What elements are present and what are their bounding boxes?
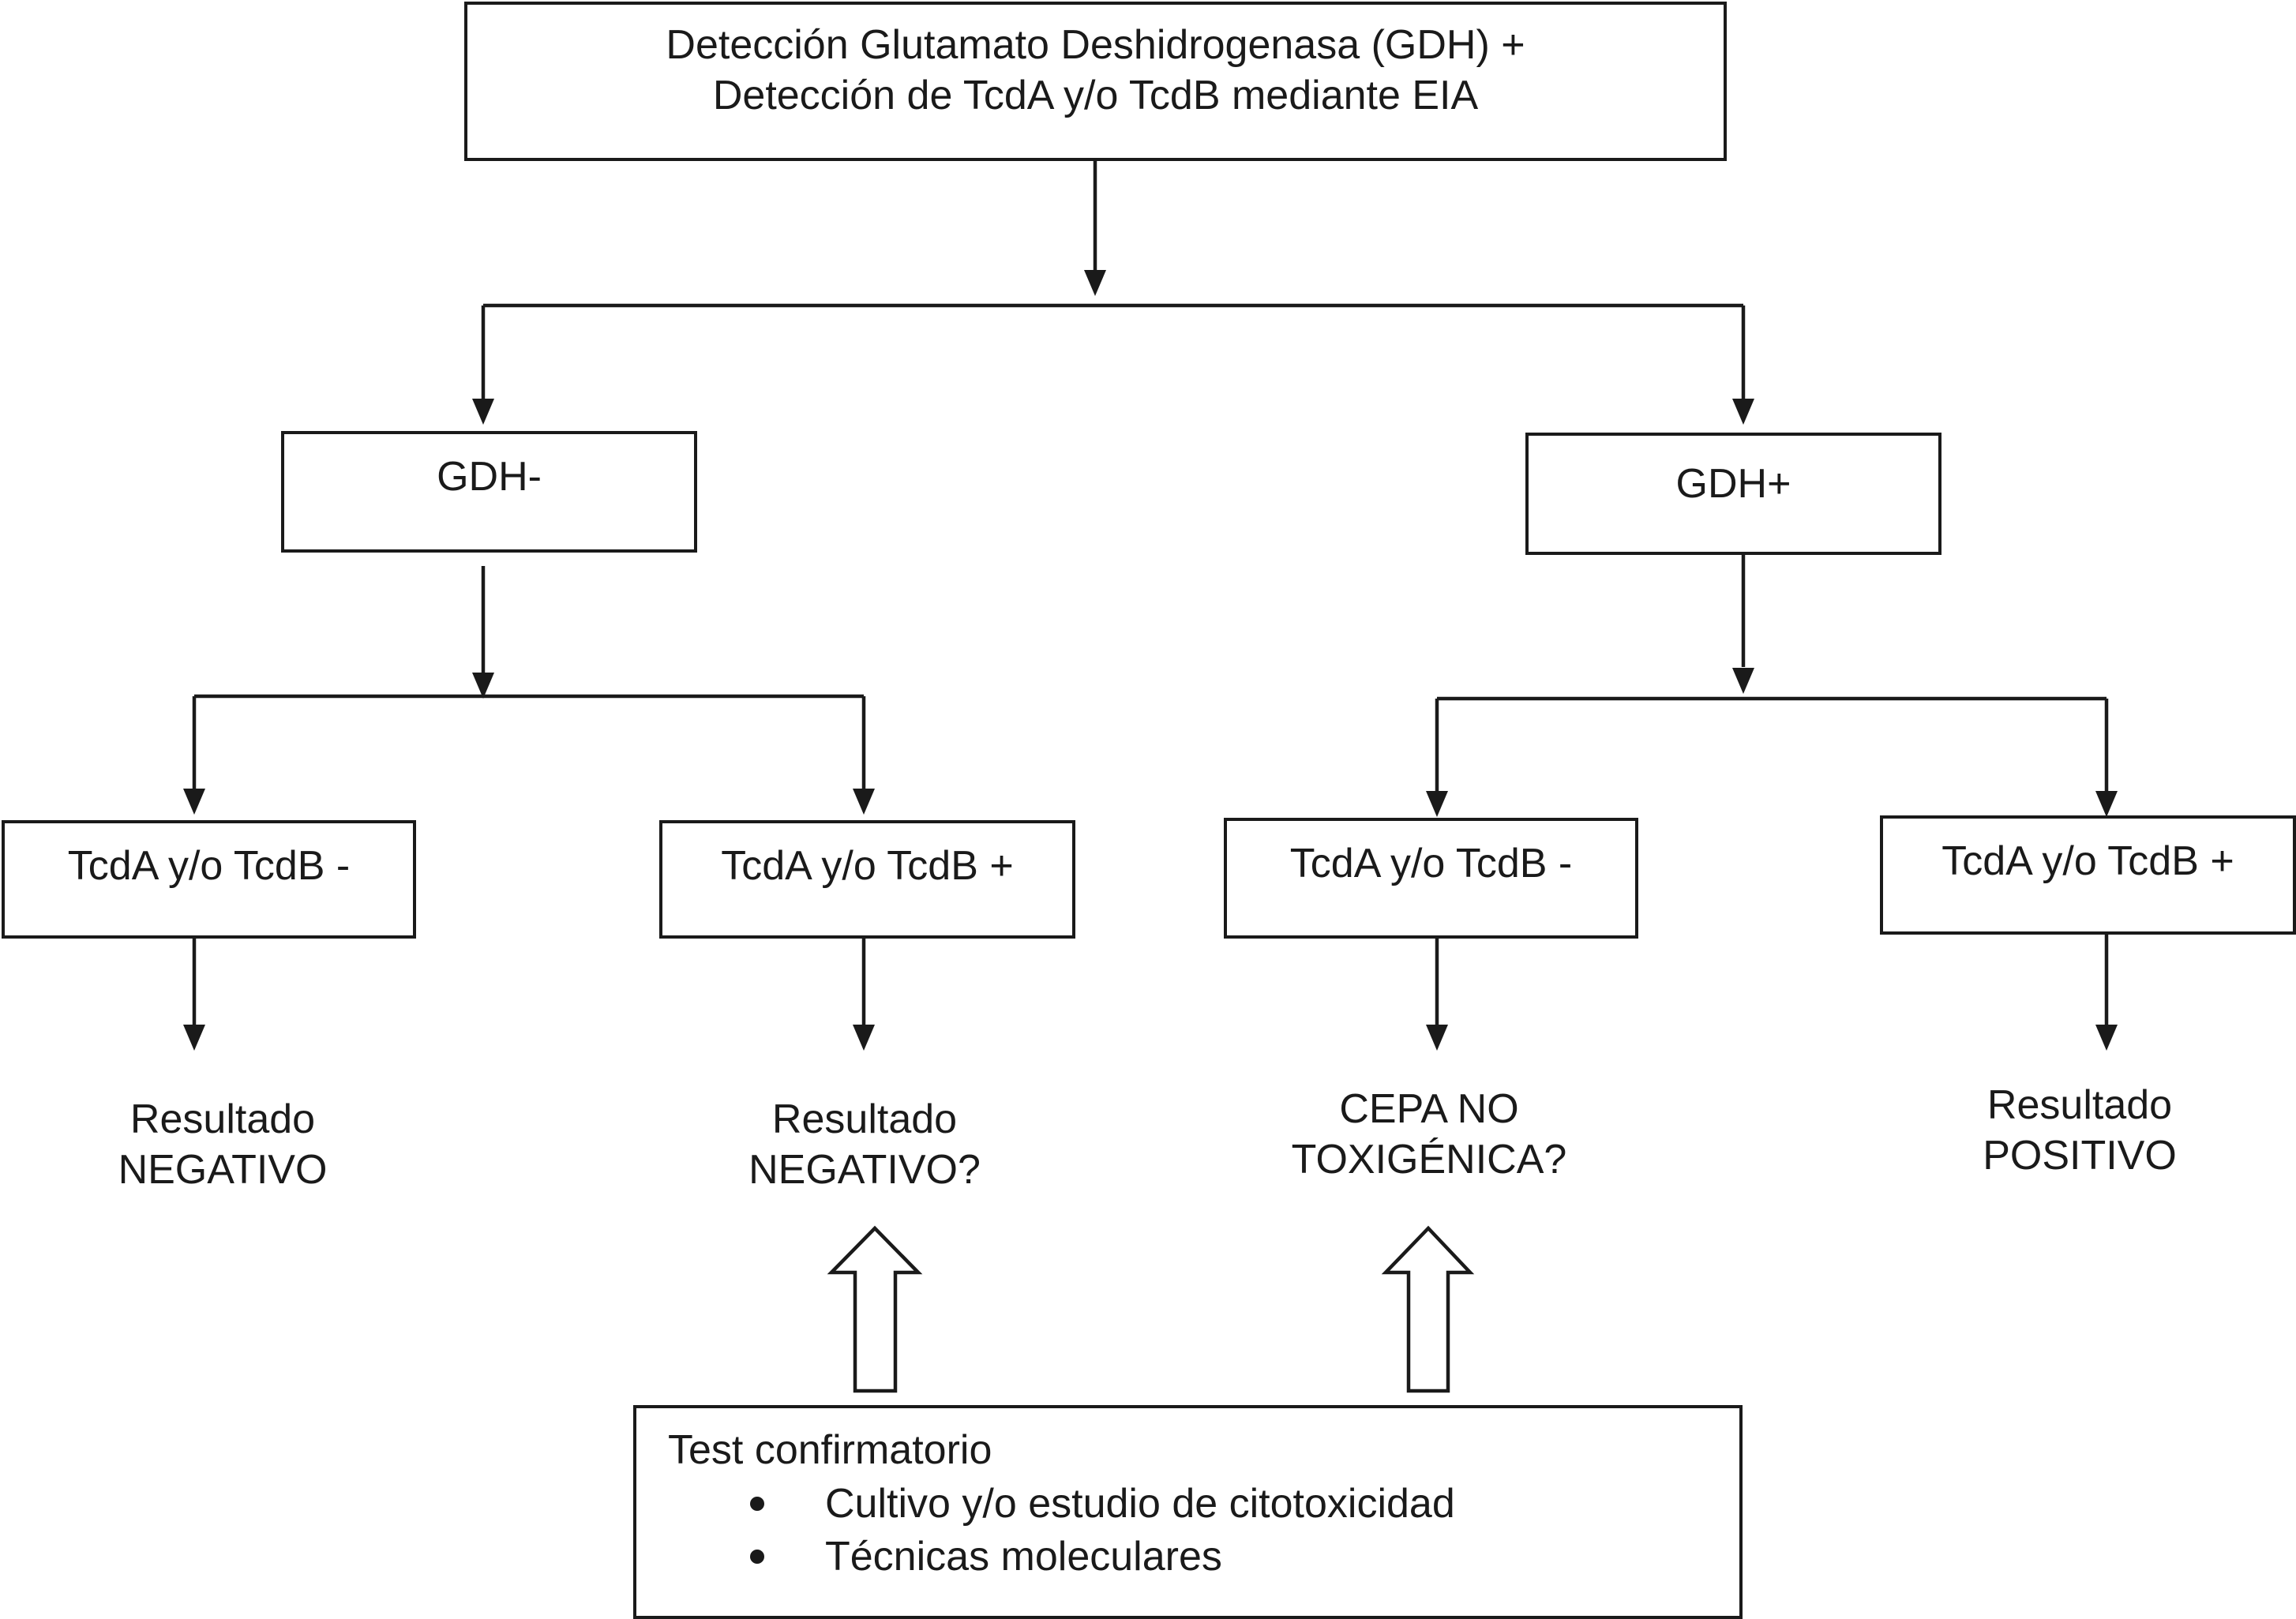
result-2-line1: Resultado bbox=[771, 1096, 958, 1142]
gdh-negative-box: GDH- bbox=[281, 431, 697, 553]
gdh-positive-label: GDH+ bbox=[1675, 461, 1791, 507]
result-1-line2: NEGATIVO bbox=[118, 1147, 328, 1193]
result-3: CEPA NO TOXIGÉNICA? bbox=[1255, 1084, 1603, 1185]
gdh-negative-label: GDH- bbox=[437, 454, 542, 500]
hollow-arrow-right bbox=[1381, 1225, 1475, 1393]
result-4: Resultado POSITIVO bbox=[1922, 1080, 2238, 1181]
arrowhead-gdhpos-split bbox=[1732, 668, 1754, 694]
confirm-item-2: Técnicas moleculares bbox=[825, 1534, 1222, 1580]
arrowhead-top bbox=[1084, 270, 1106, 296]
toxin-box-2: TcdA y/o TcdB + bbox=[659, 820, 1075, 939]
arrowhead-t2 bbox=[853, 789, 875, 815]
confirm-item-1: Cultivo y/o estudio de citotoxicidad bbox=[825, 1481, 1455, 1527]
result-1-line1: Resultado bbox=[129, 1096, 316, 1142]
top-detection-text: Detección Glutamato Deshidrogenasa (GDH)… bbox=[464, 20, 1727, 121]
top-line2: Detección de TcdA y/o TcdB mediante EIA bbox=[712, 73, 1479, 118]
result-2: Resultado NEGATIVO? bbox=[707, 1094, 1022, 1195]
result-4-line1: Resultado bbox=[1986, 1082, 2173, 1128]
result-2-line2: NEGATIVO? bbox=[748, 1147, 981, 1193]
hollow-arrow-left bbox=[827, 1225, 923, 1393]
arrowhead-t4 bbox=[2095, 791, 2118, 817]
result-3-line1: CEPA NO bbox=[1339, 1086, 1519, 1132]
top-line1: Detección Glutamato Deshidrogenasa (GDH)… bbox=[666, 22, 1525, 68]
arrowhead-r3 bbox=[1426, 1025, 1448, 1051]
arrowhead-gdhpos bbox=[1732, 399, 1754, 425]
result-4-line2: POSITIVO bbox=[1983, 1133, 2177, 1179]
confirm-box bbox=[633, 1405, 1743, 1619]
arrowhead-gdhneg bbox=[472, 399, 494, 425]
bullet-icon bbox=[750, 1497, 764, 1511]
result-1: Resultado NEGATIVO bbox=[65, 1094, 381, 1195]
top-detection-box bbox=[464, 2, 1727, 161]
arrowhead-r4 bbox=[2095, 1025, 2118, 1051]
toxin-box-1: TcdA y/o TcdB - bbox=[2, 820, 416, 939]
confirm-title: Test confirmatorio bbox=[668, 1427, 992, 1473]
bullet-icon bbox=[750, 1550, 764, 1564]
toxin-label-2: TcdA y/o TcdB + bbox=[721, 843, 1014, 889]
arrowhead-r1 bbox=[183, 1025, 205, 1051]
arrowhead-t3 bbox=[1426, 791, 1448, 817]
toxin-box-3: TcdA y/o TcdB - bbox=[1224, 818, 1638, 939]
arrowhead-t1 bbox=[183, 789, 205, 815]
toxin-label-3: TcdA y/o TcdB - bbox=[1289, 841, 1573, 886]
gdh-positive-box: GDH+ bbox=[1525, 433, 1941, 555]
toxin-label-1: TcdA y/o TcdB - bbox=[67, 843, 351, 889]
result-3-line2: TOXIGÉNICA? bbox=[1291, 1137, 1567, 1182]
toxin-label-4: TcdA y/o TcdB + bbox=[1941, 838, 2234, 884]
toxin-box-4: TcdA y/o TcdB + bbox=[1880, 815, 2296, 935]
arrowhead-r2 bbox=[853, 1025, 875, 1051]
arrowhead-gdhneg-split bbox=[472, 673, 494, 699]
